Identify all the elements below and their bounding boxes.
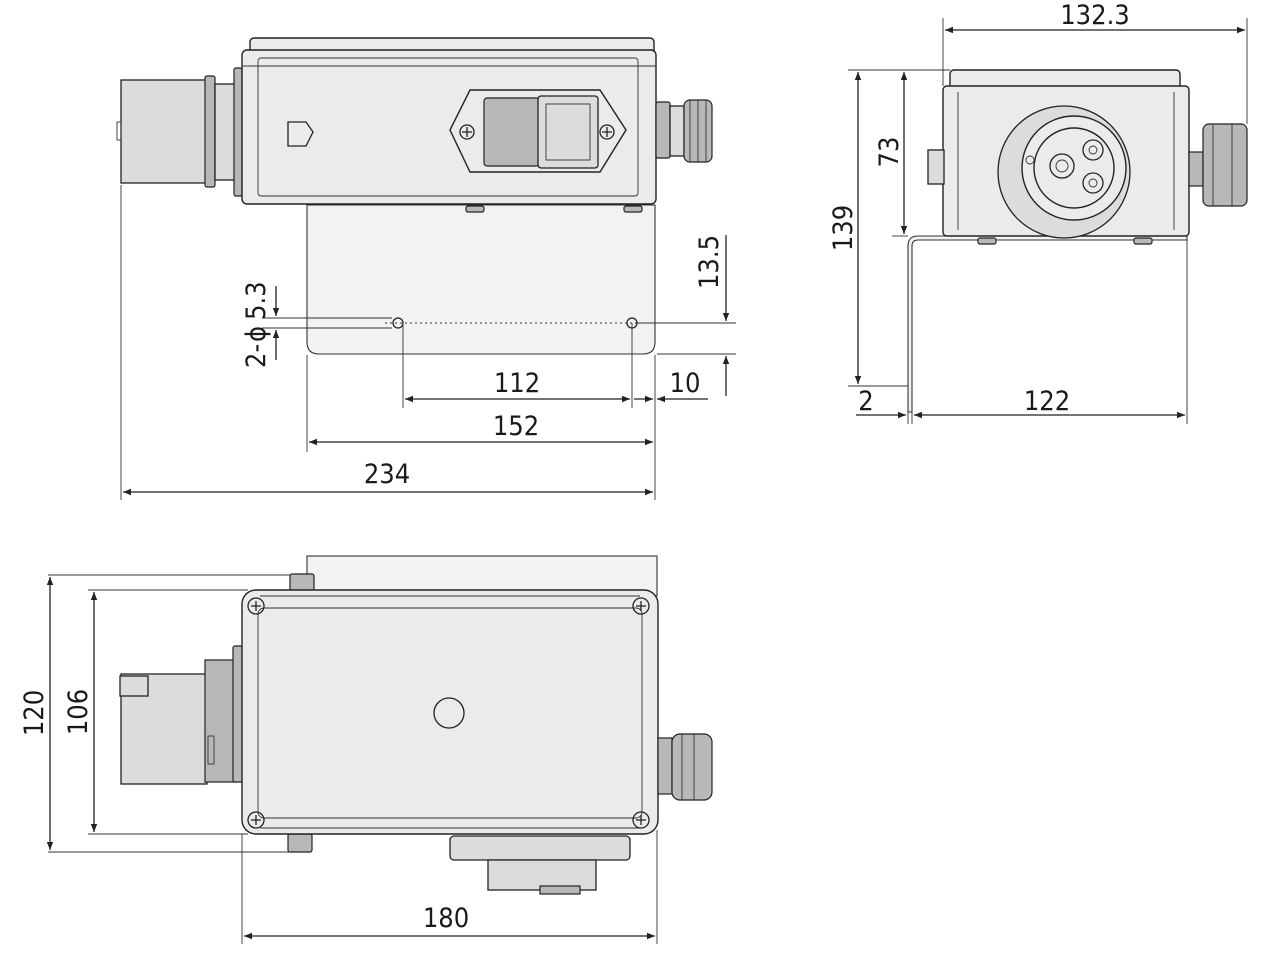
screw-icon xyxy=(632,811,650,829)
plug-collar xyxy=(214,83,236,181)
screw-icon xyxy=(599,124,615,140)
socket-pin xyxy=(1082,139,1104,161)
dim-122: 122 xyxy=(1024,386,1070,417)
top-view: 234 152 112 10 13.5 2- ϕ 5.3 xyxy=(116,37,736,500)
socket-housing xyxy=(449,835,631,861)
plug-ring xyxy=(204,75,216,188)
mounting-plate xyxy=(306,204,656,355)
enclosure-front xyxy=(241,589,659,835)
plug-flange xyxy=(233,67,243,197)
dim-hole: 2- ϕ 5.3 xyxy=(241,281,272,368)
dim-234: 234 xyxy=(364,459,410,490)
plug-collar xyxy=(204,659,238,783)
cable-gland-side xyxy=(1202,123,1248,207)
socket-pin xyxy=(1049,153,1075,179)
screw-icon xyxy=(247,811,265,829)
dim-2: 2 xyxy=(858,386,873,417)
dim-73: 73 xyxy=(874,137,905,168)
phi-symbol: ϕ xyxy=(241,326,272,342)
plug-body xyxy=(120,79,208,184)
indicator-light xyxy=(433,697,465,729)
side-view: 132.3 139 73 2 122 xyxy=(828,0,1248,424)
switch-button-off xyxy=(483,97,540,167)
screw-icon xyxy=(459,124,475,140)
dim-120: 120 xyxy=(19,690,50,736)
dim-112: 112 xyxy=(494,368,540,399)
switch-button-on xyxy=(537,95,599,169)
dim-139: 139 xyxy=(828,205,859,251)
screw-icon xyxy=(632,597,650,615)
dim-132-3: 132.3 xyxy=(1060,0,1130,31)
dim-13-5: 13.5 xyxy=(694,235,725,289)
dim-10: 10 xyxy=(670,368,701,399)
dim-106: 106 xyxy=(63,689,94,735)
d-icon xyxy=(287,121,314,147)
screw-icon xyxy=(247,597,265,615)
dim-180: 180 xyxy=(423,903,469,934)
svg-text:5.3: 5.3 xyxy=(241,281,272,320)
cable-gland-nut xyxy=(655,101,671,159)
socket-pin xyxy=(1082,172,1104,194)
svg-text:2-: 2- xyxy=(241,344,272,368)
front-view: 120 106 180 xyxy=(19,555,713,944)
dim-152: 152 xyxy=(493,411,539,442)
cable-gland-front xyxy=(671,733,713,801)
